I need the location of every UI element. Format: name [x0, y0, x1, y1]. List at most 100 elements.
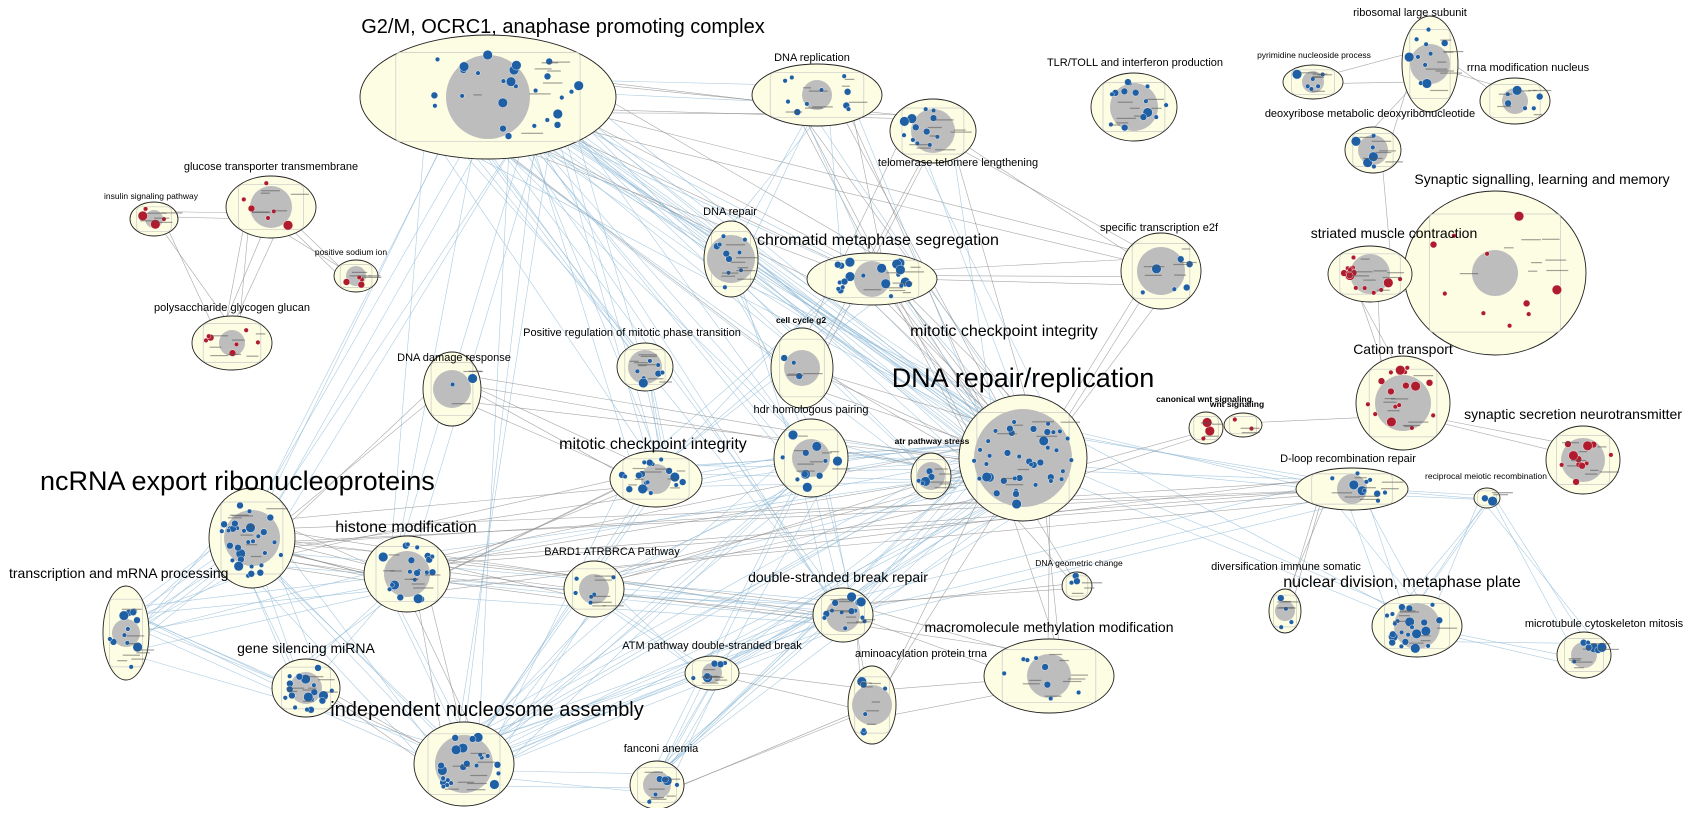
gene-node[interactable] — [880, 278, 891, 289]
gene-node[interactable] — [912, 123, 920, 131]
gene-node[interactable] — [791, 360, 797, 366]
gene-node[interactable] — [553, 121, 562, 129]
gene-node[interactable] — [916, 478, 922, 484]
gene-node[interactable] — [1585, 640, 1591, 646]
gene-node[interactable] — [646, 459, 654, 467]
gene-node[interactable] — [981, 472, 992, 483]
gene-node[interactable] — [1348, 479, 1359, 490]
gene-node[interactable] — [1370, 144, 1376, 150]
gene-node[interactable] — [831, 599, 839, 607]
gene-node[interactable] — [1382, 490, 1388, 496]
gene-node[interactable] — [898, 283, 904, 289]
cluster-ribosomal[interactable] — [1401, 15, 1464, 113]
gene-node[interactable] — [923, 106, 929, 112]
cluster-insulin[interactable] — [129, 201, 183, 237]
gene-node[interactable] — [1398, 643, 1404, 649]
gene-node[interactable] — [569, 89, 575, 95]
gene-node[interactable] — [1124, 78, 1132, 86]
cluster-fanconi[interactable] — [629, 760, 685, 810]
gene-node[interactable] — [841, 73, 847, 79]
gene-node[interactable] — [241, 528, 247, 534]
gene-node[interactable] — [1053, 447, 1059, 453]
gene-node[interactable] — [679, 478, 687, 486]
gene-node[interactable] — [722, 250, 730, 258]
gene-node[interactable] — [655, 362, 661, 368]
gene-node[interactable] — [1001, 670, 1007, 676]
gene-node[interactable] — [1012, 490, 1020, 498]
gene-node[interactable] — [1028, 461, 1034, 467]
cluster-histone[interactable] — [363, 535, 451, 613]
gene-node[interactable] — [266, 513, 274, 522]
gene-node[interactable] — [234, 544, 242, 552]
gene-node[interactable] — [1057, 428, 1063, 434]
gene-node[interactable] — [840, 284, 846, 290]
gene-node[interactable] — [342, 278, 351, 286]
gene-node[interactable] — [389, 582, 395, 588]
cluster-telomere[interactable] — [889, 98, 977, 164]
gene-node[interactable] — [811, 441, 822, 452]
gene-node[interactable] — [543, 72, 552, 81]
gene-node[interactable] — [1151, 263, 1162, 274]
gene-node[interactable] — [1404, 52, 1415, 63]
gene-node[interactable] — [1278, 624, 1284, 630]
gene-node[interactable] — [717, 241, 723, 247]
gene-node[interactable] — [1484, 251, 1490, 257]
gene-node[interactable] — [1120, 87, 1129, 96]
gene-node[interactable] — [432, 103, 438, 109]
gene-node[interactable] — [822, 458, 828, 464]
gene-node[interactable] — [1384, 613, 1390, 619]
gene-node[interactable] — [236, 501, 244, 510]
gene-node[interactable] — [1420, 626, 1431, 637]
cluster-dloop[interactable] — [1295, 467, 1409, 511]
cluster-rrna[interactable] — [1479, 77, 1552, 125]
gene-node[interactable] — [440, 775, 446, 781]
gene-node[interactable] — [303, 692, 314, 703]
cluster-wnt[interactable] — [1223, 412, 1263, 438]
gene-node[interactable] — [459, 61, 470, 72]
gene-node[interactable] — [1409, 624, 1415, 630]
gene-node[interactable] — [143, 206, 149, 212]
cluster-polysacch[interactable] — [191, 315, 273, 371]
gene-node[interactable] — [451, 744, 462, 755]
cluster-hdr[interactable] — [773, 418, 850, 498]
gene-node[interactable] — [1507, 323, 1513, 329]
gene-node[interactable] — [1283, 606, 1289, 612]
gene-node[interactable] — [288, 691, 296, 700]
gene-node[interactable] — [429, 554, 435, 560]
gene-node[interactable] — [129, 608, 137, 616]
gene-node[interactable] — [241, 196, 247, 202]
gene-node[interactable] — [255, 339, 261, 345]
gene-node[interactable] — [504, 132, 513, 140]
gene-node[interactable] — [1405, 632, 1411, 638]
gene-node[interactable] — [1389, 630, 1397, 638]
gene-node[interactable] — [203, 337, 209, 343]
gene-node[interactable] — [782, 78, 788, 84]
gene-node[interactable] — [1387, 387, 1395, 396]
gene-node[interactable] — [1531, 105, 1537, 111]
cluster-e2f[interactable] — [1120, 232, 1202, 310]
gene-node[interactable] — [1389, 611, 1395, 617]
gene-node[interactable] — [673, 482, 679, 488]
gene-node[interactable] — [1350, 136, 1361, 147]
gene-node[interactable] — [531, 123, 537, 129]
gene-node[interactable] — [263, 180, 269, 186]
gene-node[interactable] — [255, 533, 261, 539]
gene-node[interactable] — [497, 97, 508, 108]
gene-node[interactable] — [1350, 254, 1356, 260]
gene-node[interactable] — [1347, 267, 1353, 273]
gene-node[interactable] — [1410, 381, 1421, 392]
gene-node[interactable] — [635, 471, 643, 480]
gene-node[interactable] — [622, 474, 628, 480]
gene-node[interactable] — [1140, 289, 1146, 295]
gene-node[interactable] — [646, 799, 652, 805]
gene-node[interactable] — [1551, 284, 1562, 295]
gene-node[interactable] — [552, 108, 563, 119]
gene-node[interactable] — [231, 519, 239, 528]
cluster-nuclear[interactable] — [1371, 594, 1463, 658]
gene-node[interactable] — [396, 593, 404, 602]
gene-node[interactable] — [262, 550, 268, 556]
gene-node[interactable] — [1415, 54, 1421, 60]
gene-node[interactable] — [846, 106, 852, 112]
gene-node[interactable] — [1568, 450, 1579, 461]
gene-node[interactable] — [428, 568, 437, 576]
